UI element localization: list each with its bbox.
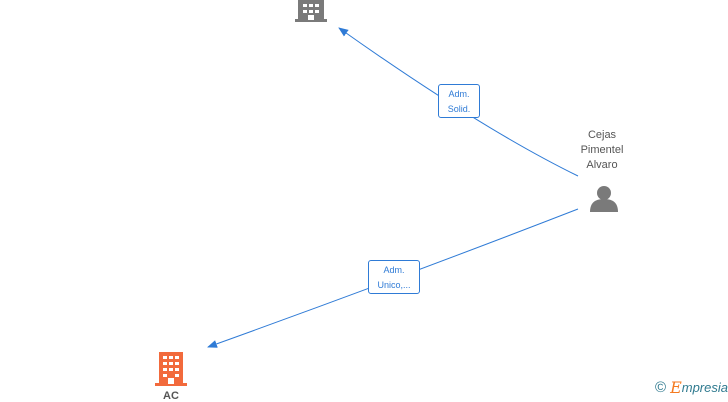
edge-label-adm-unico[interactable]: Adm. Unico,... (368, 260, 420, 294)
person-name-line: Pimentel (580, 144, 624, 156)
brand-initial: E (670, 378, 682, 397)
edge-label-line: Adm. (383, 265, 405, 275)
edge-label-line: Unico,... (377, 280, 411, 290)
brand-name: mpresia (681, 380, 728, 395)
empresia-watermark: © E mpresia (655, 378, 728, 397)
person-name-line: Cejas (587, 129, 617, 141)
company-label[interactable]: AC (163, 390, 179, 402)
building-icon[interactable] (155, 352, 187, 386)
person-icon[interactable] (590, 186, 618, 212)
building-icon[interactable] (295, 0, 327, 22)
edge-label-line: Solid. (447, 104, 471, 114)
person-name[interactable]: Cejas Pimentel Alvaro (562, 128, 642, 173)
copyright-icon: © (655, 379, 667, 396)
person-name-line: Alvaro (586, 159, 618, 171)
edge-label-adm-solid[interactable]: Adm. Solid. (438, 84, 480, 118)
edge-label-line: Adm. (448, 89, 470, 99)
